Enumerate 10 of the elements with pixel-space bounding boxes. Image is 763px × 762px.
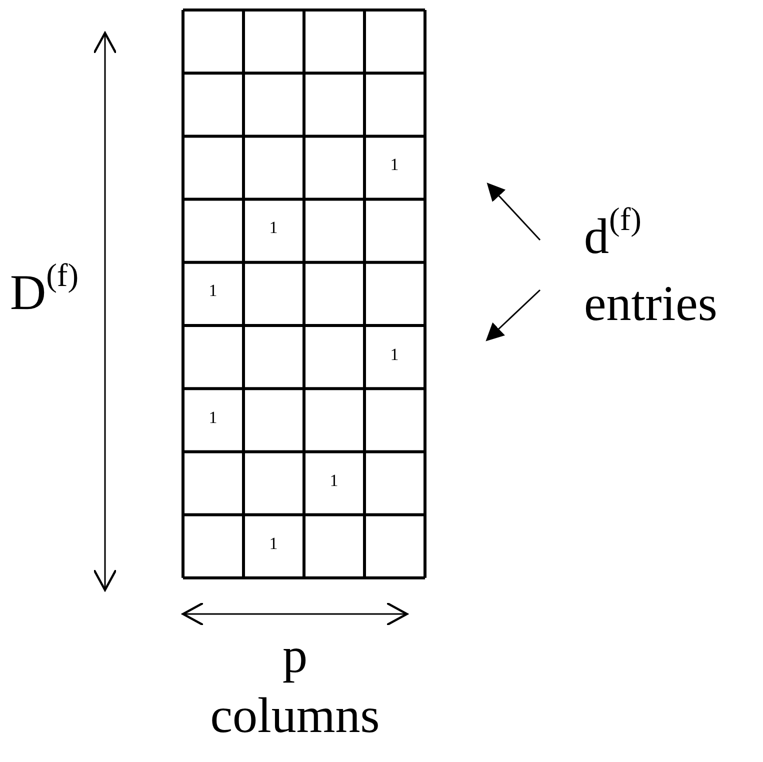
- matrix-entry: 1: [208, 408, 218, 426]
- matrix-entry: 1: [268, 219, 279, 236]
- matrix-entry: 1: [389, 156, 400, 174]
- dimension-label: D$^{(f)}$: [10, 262, 80, 322]
- matrix-entry: 1: [268, 534, 279, 552]
- matrix-entry: 1: [328, 472, 340, 489]
- matrix-entry: 1: [389, 346, 400, 362]
- annotation-text: d$^{(f)}$ entries: [584, 206, 718, 333]
- dimension-label: p columns: [209, 626, 381, 745]
- matrix-entry: 1: [208, 282, 218, 300]
